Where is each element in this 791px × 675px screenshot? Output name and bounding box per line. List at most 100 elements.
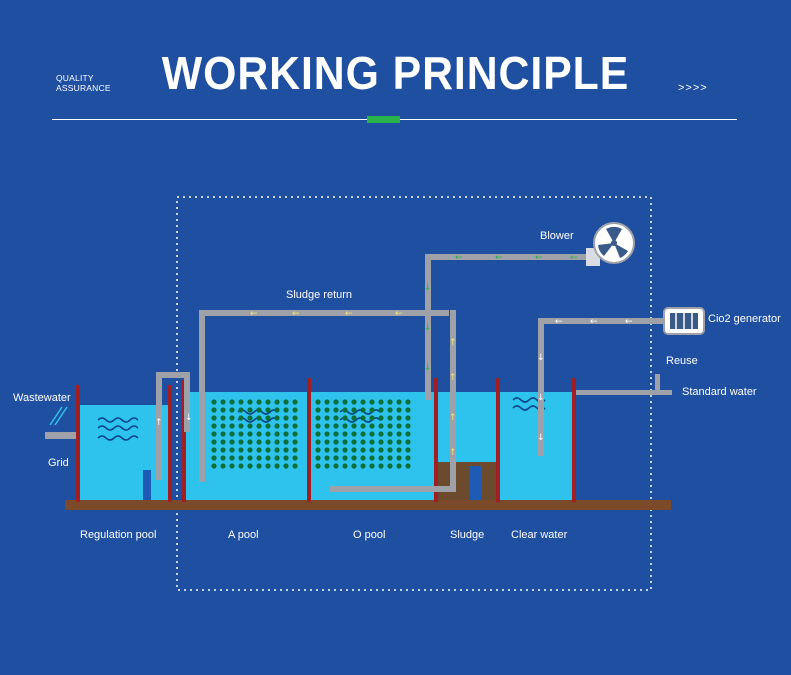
media-dot [292,431,298,437]
blower-icon [586,222,635,266]
media-dot [333,439,339,445]
media-dot [315,439,321,445]
base-floor [65,500,671,510]
media-dot [369,407,375,413]
media-dot [274,431,280,437]
media-dot [387,455,393,461]
media-dot [342,423,348,429]
media-dot [360,447,366,453]
media-dot [396,399,402,405]
regulation-pump [143,470,151,500]
svg-text:↓: ↓ [537,353,545,363]
media-dot [324,423,330,429]
media-dot [342,415,348,421]
svg-text:↓: ↓ [537,433,545,443]
media-dot [405,415,411,421]
media-dot [283,407,289,413]
media-dot [211,463,217,469]
media-dot [265,439,271,445]
media-dot [405,431,411,437]
svg-text:↓: ↓ [537,393,545,403]
media-dot [315,455,321,461]
media-dot [369,447,375,453]
sludge-pump [470,466,482,500]
media-dot [378,407,384,413]
label-wastewater: Wastewater [13,392,71,404]
media-dot [351,423,357,429]
media-dot [256,447,262,453]
regulation-wall-left [76,385,80,502]
label-cio2-generator: Cio2 generator [708,313,781,325]
svg-text:←: ← [495,253,503,263]
svg-text:←: ← [590,317,598,327]
media-dot [387,423,393,429]
media-dot [315,407,321,413]
media-dot [229,415,235,421]
regulation-wall-right [168,385,172,502]
media-dot [211,415,217,421]
media-dot [369,415,375,421]
media-dot [292,415,298,421]
media-dot [229,431,235,437]
media-dot [387,415,393,421]
media-dot [360,415,366,421]
svg-text:←: ← [395,309,403,319]
media-dot [333,423,339,429]
label-regulation-pool: Regulation pool [80,529,156,541]
media-dot [396,455,402,461]
media-dot [211,399,217,405]
media-dot [274,447,280,453]
media-dot [238,399,244,405]
media-dot [274,455,280,461]
page-title: WORKING PRINCIPLE [161,47,630,99]
svg-text:←: ← [535,253,543,263]
header-accent-bar [367,116,400,123]
media-dot [265,447,271,453]
media-dot [265,463,271,469]
media-dot [360,455,366,461]
media-dot [292,439,298,445]
media-dot [333,399,339,405]
media-dot [405,399,411,405]
media-dot [378,463,384,469]
media-dot [292,399,298,405]
media-dot [283,423,289,429]
media-dot [378,439,384,445]
sludge-tank-water [438,392,498,462]
media-dot [238,407,244,413]
svg-text:↑: ↑ [449,338,457,348]
label-clear-water: Clear water [511,529,568,541]
media-dot [324,455,330,461]
lift-pipe-top [156,372,190,378]
svg-text:↑: ↑ [449,448,457,458]
air-line-drop [425,254,431,400]
media-dot [315,423,321,429]
sludge-return-drop [199,310,205,482]
media-dot [256,399,262,405]
svg-text:↓: ↓ [424,363,432,373]
media-dot [342,455,348,461]
media-dot [324,431,330,437]
media-dot [369,423,375,429]
media-dot [256,455,262,461]
media-dot [387,463,393,469]
badge-line-2: ASSURANCE [56,83,111,93]
media-dot [378,423,384,429]
media-dot [265,455,271,461]
o-pool-wall-right [434,378,438,502]
media-dot [283,431,289,437]
media-dot [324,463,330,469]
media-dot [333,447,339,453]
label-standard-water: Standard water [682,386,757,398]
media-dot [238,423,244,429]
cio2-line-drop [538,318,544,456]
media-dot [256,431,262,437]
media-dot [351,399,357,405]
media-dot [247,423,253,429]
media-dot [333,407,339,413]
svg-text:↑: ↑ [449,413,457,423]
flow-arrows: ←←←← ↑↑↑↑ ↓↑ [155,309,457,458]
media-dot [265,415,271,421]
media-dot [247,399,253,405]
